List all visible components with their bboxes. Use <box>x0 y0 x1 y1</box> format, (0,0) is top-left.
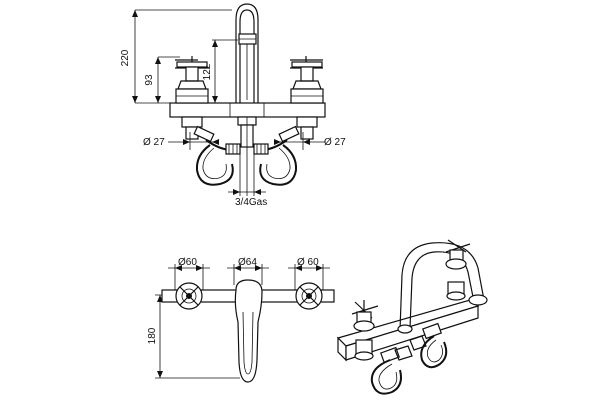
dim-label-dia60-right: Ø 60 <box>297 257 319 268</box>
isometric-view <box>336 239 488 395</box>
left-connector <box>193 125 241 186</box>
dim-label-dia64: Ø64 <box>238 257 257 268</box>
iso-right-connector <box>409 322 448 369</box>
dim-label-180: 180 <box>147 327 158 344</box>
top-view: Ø60 Ø64 Ø 60 180 <box>147 257 335 383</box>
left-cross-handle <box>175 56 209 140</box>
dim-label-220: 220 <box>120 49 131 66</box>
dimension-connector-right: Ø 27 <box>274 132 346 150</box>
center-stem <box>237 116 257 196</box>
dimension-spout-height: 122 <box>202 39 238 103</box>
dimension-thread: 3/4Gas <box>228 150 267 208</box>
dimension-connector-left: Ø 27 <box>143 132 219 150</box>
dimension-total-height: 220 <box>120 9 232 104</box>
dimension-center-base: Ø64 <box>227 257 269 285</box>
dim-label-dia60-left: Ø60 <box>178 257 197 268</box>
spout-top <box>234 279 263 383</box>
right-cross-handle <box>290 56 324 140</box>
dim-label-93: 93 <box>144 74 155 86</box>
main-body <box>169 102 326 118</box>
dim-label-dia27-left: Ø 27 <box>143 137 165 148</box>
dim-label-dia27-right: Ø 27 <box>324 137 346 148</box>
iso-left-handle <box>351 300 379 361</box>
dimension-left-rosette: Ø60 <box>168 257 210 292</box>
left-rosette <box>175 282 203 310</box>
dim-label-thread: 3/4Gas <box>235 197 267 208</box>
dim-label-122: 122 <box>202 63 213 80</box>
right-connector <box>253 125 300 186</box>
right-rosette <box>295 282 323 310</box>
iso-right-handle <box>445 239 471 301</box>
dimension-right-rosette: Ø 60 <box>288 257 330 292</box>
spout <box>235 3 259 103</box>
dimension-handle-height: 93 <box>144 56 180 103</box>
iso-left-connector <box>370 345 413 395</box>
front-view: 220 93 122 <box>120 3 346 208</box>
